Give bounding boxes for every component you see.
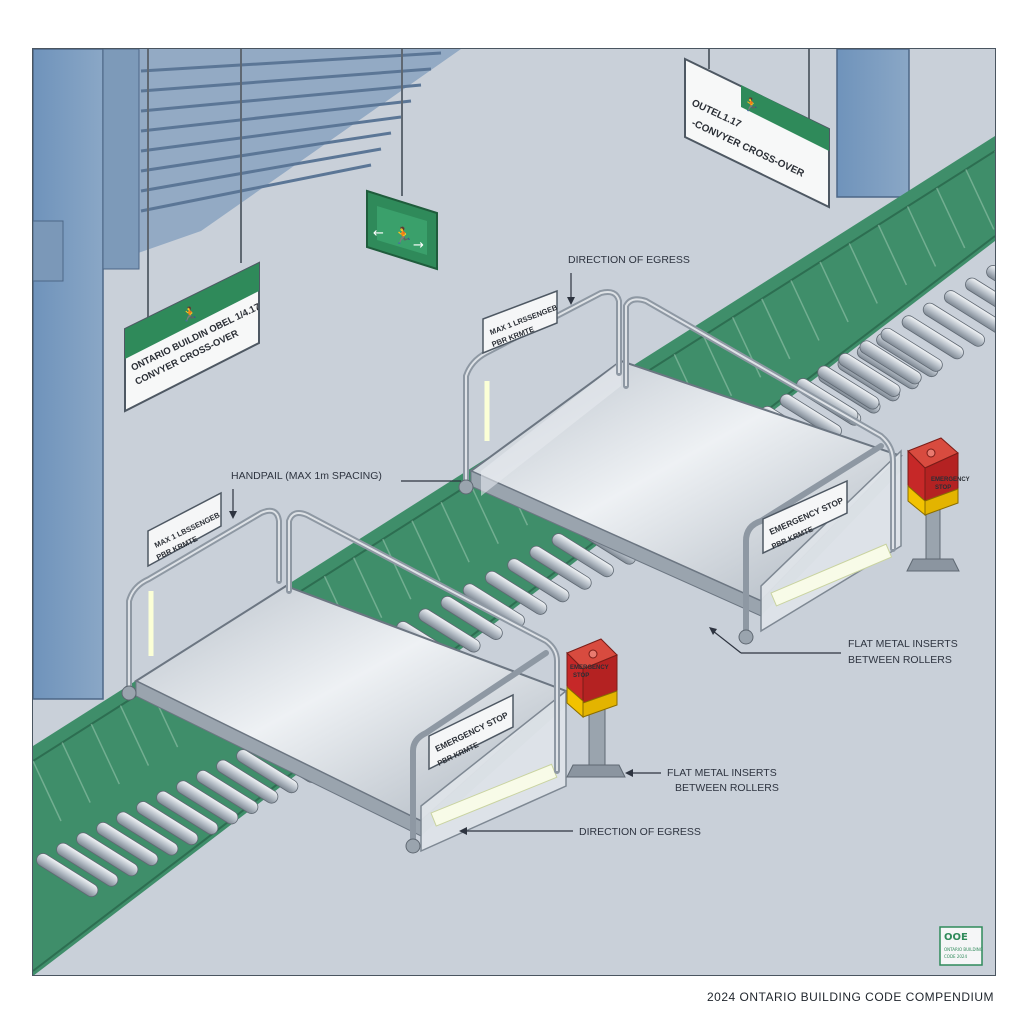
callout-inserts-right-1: FLAT METAL INSERTS: [848, 638, 958, 650]
roller: [440, 595, 503, 640]
left-wall: [33, 49, 461, 700]
roller: [943, 290, 995, 335]
roller: [779, 393, 842, 438]
callout-inserts-right-2: BETWEEN ROLLERS: [848, 654, 952, 666]
roller: [880, 327, 943, 372]
roller: [965, 277, 995, 322]
estop-box-label-front: EMERGENCY: [570, 665, 609, 671]
roller: [76, 832, 139, 877]
roller: [96, 821, 159, 866]
exit-running-man-icon: 🏃: [181, 306, 198, 323]
illustration-frame: EMERGENCY STOP EMERGENCY STOP 🏃 ONTARIO …: [32, 48, 996, 976]
emergency-stop-front[interactable]: EMERGENCY STOP: [566, 638, 626, 778]
roller: [216, 759, 279, 804]
svg-text:OOE: OOE: [944, 932, 968, 943]
svg-text:CODE 2024: CODE 2024: [944, 954, 967, 959]
roller: [922, 302, 985, 347]
footer-caption: 2024 ONTARIO BUILDING CODE COMPENDIUM: [707, 990, 994, 1004]
svg-text:STOP: STOP: [935, 485, 951, 491]
roller: [136, 801, 199, 846]
roller: [36, 853, 99, 898]
roller: [176, 780, 239, 825]
roller: [986, 265, 995, 310]
roller: [236, 749, 299, 794]
callouts: DIRECTION OF EGRESS HANDPAIL (MAX 1m SPA…: [229, 254, 958, 838]
svg-text:ONTARIO BUILDING: ONTARIO BUILDING: [944, 947, 983, 952]
roller: [56, 842, 119, 887]
roller: [859, 340, 922, 385]
roller: [485, 570, 548, 615]
exit-arrow-right-icon: →: [413, 238, 424, 253]
roller: [196, 769, 259, 814]
callout-inserts-mid-2: BETWEEN ROLLERS: [675, 782, 779, 794]
hanging-sign-left: 🏃 ONTARIO BUILDIN OBEL 1/4.17 CONVYER CR…: [124, 49, 262, 413]
roller: [901, 315, 964, 360]
exit-running-man-icon: 🏃: [393, 226, 413, 245]
roller: [156, 790, 219, 835]
right-column: [836, 49, 910, 198]
publisher-badge: OOE ONTARIO BUILDING CODE 2024: [939, 926, 983, 966]
roller: [116, 811, 179, 856]
callout-handrail: HANDPAIL (MAX 1m SPACING): [231, 470, 382, 482]
callout-egress-bottom: DIRECTION OF EGRESS: [579, 826, 701, 838]
callout-inserts-mid-1: FLAT METAL INSERTS: [667, 767, 777, 779]
roller: [529, 545, 592, 590]
conveyor-crossover-diagram: EMERGENCY STOP EMERGENCY STOP 🏃 ONTARIO …: [33, 49, 995, 975]
exit-running-man-icon: 🏃: [743, 97, 759, 113]
estop-box-label-back: EMERGENCY: [931, 477, 970, 483]
roller: [551, 533, 614, 578]
svg-text:STOP: STOP: [573, 673, 589, 679]
exit-sign: ← 🏃 →: [366, 49, 438, 271]
callout-egress-top: DIRECTION OF EGRESS: [568, 254, 690, 266]
exit-arrow-left-icon: ←: [373, 226, 384, 241]
emergency-stop-back[interactable]: EMERGENCY STOP: [906, 437, 970, 572]
crossover-platform-back: [458, 289, 903, 645]
roller: [418, 608, 481, 653]
roller: [507, 558, 570, 603]
crossover-platform-front: [121, 507, 568, 854]
roller: [817, 365, 880, 410]
roller: [838, 352, 901, 397]
